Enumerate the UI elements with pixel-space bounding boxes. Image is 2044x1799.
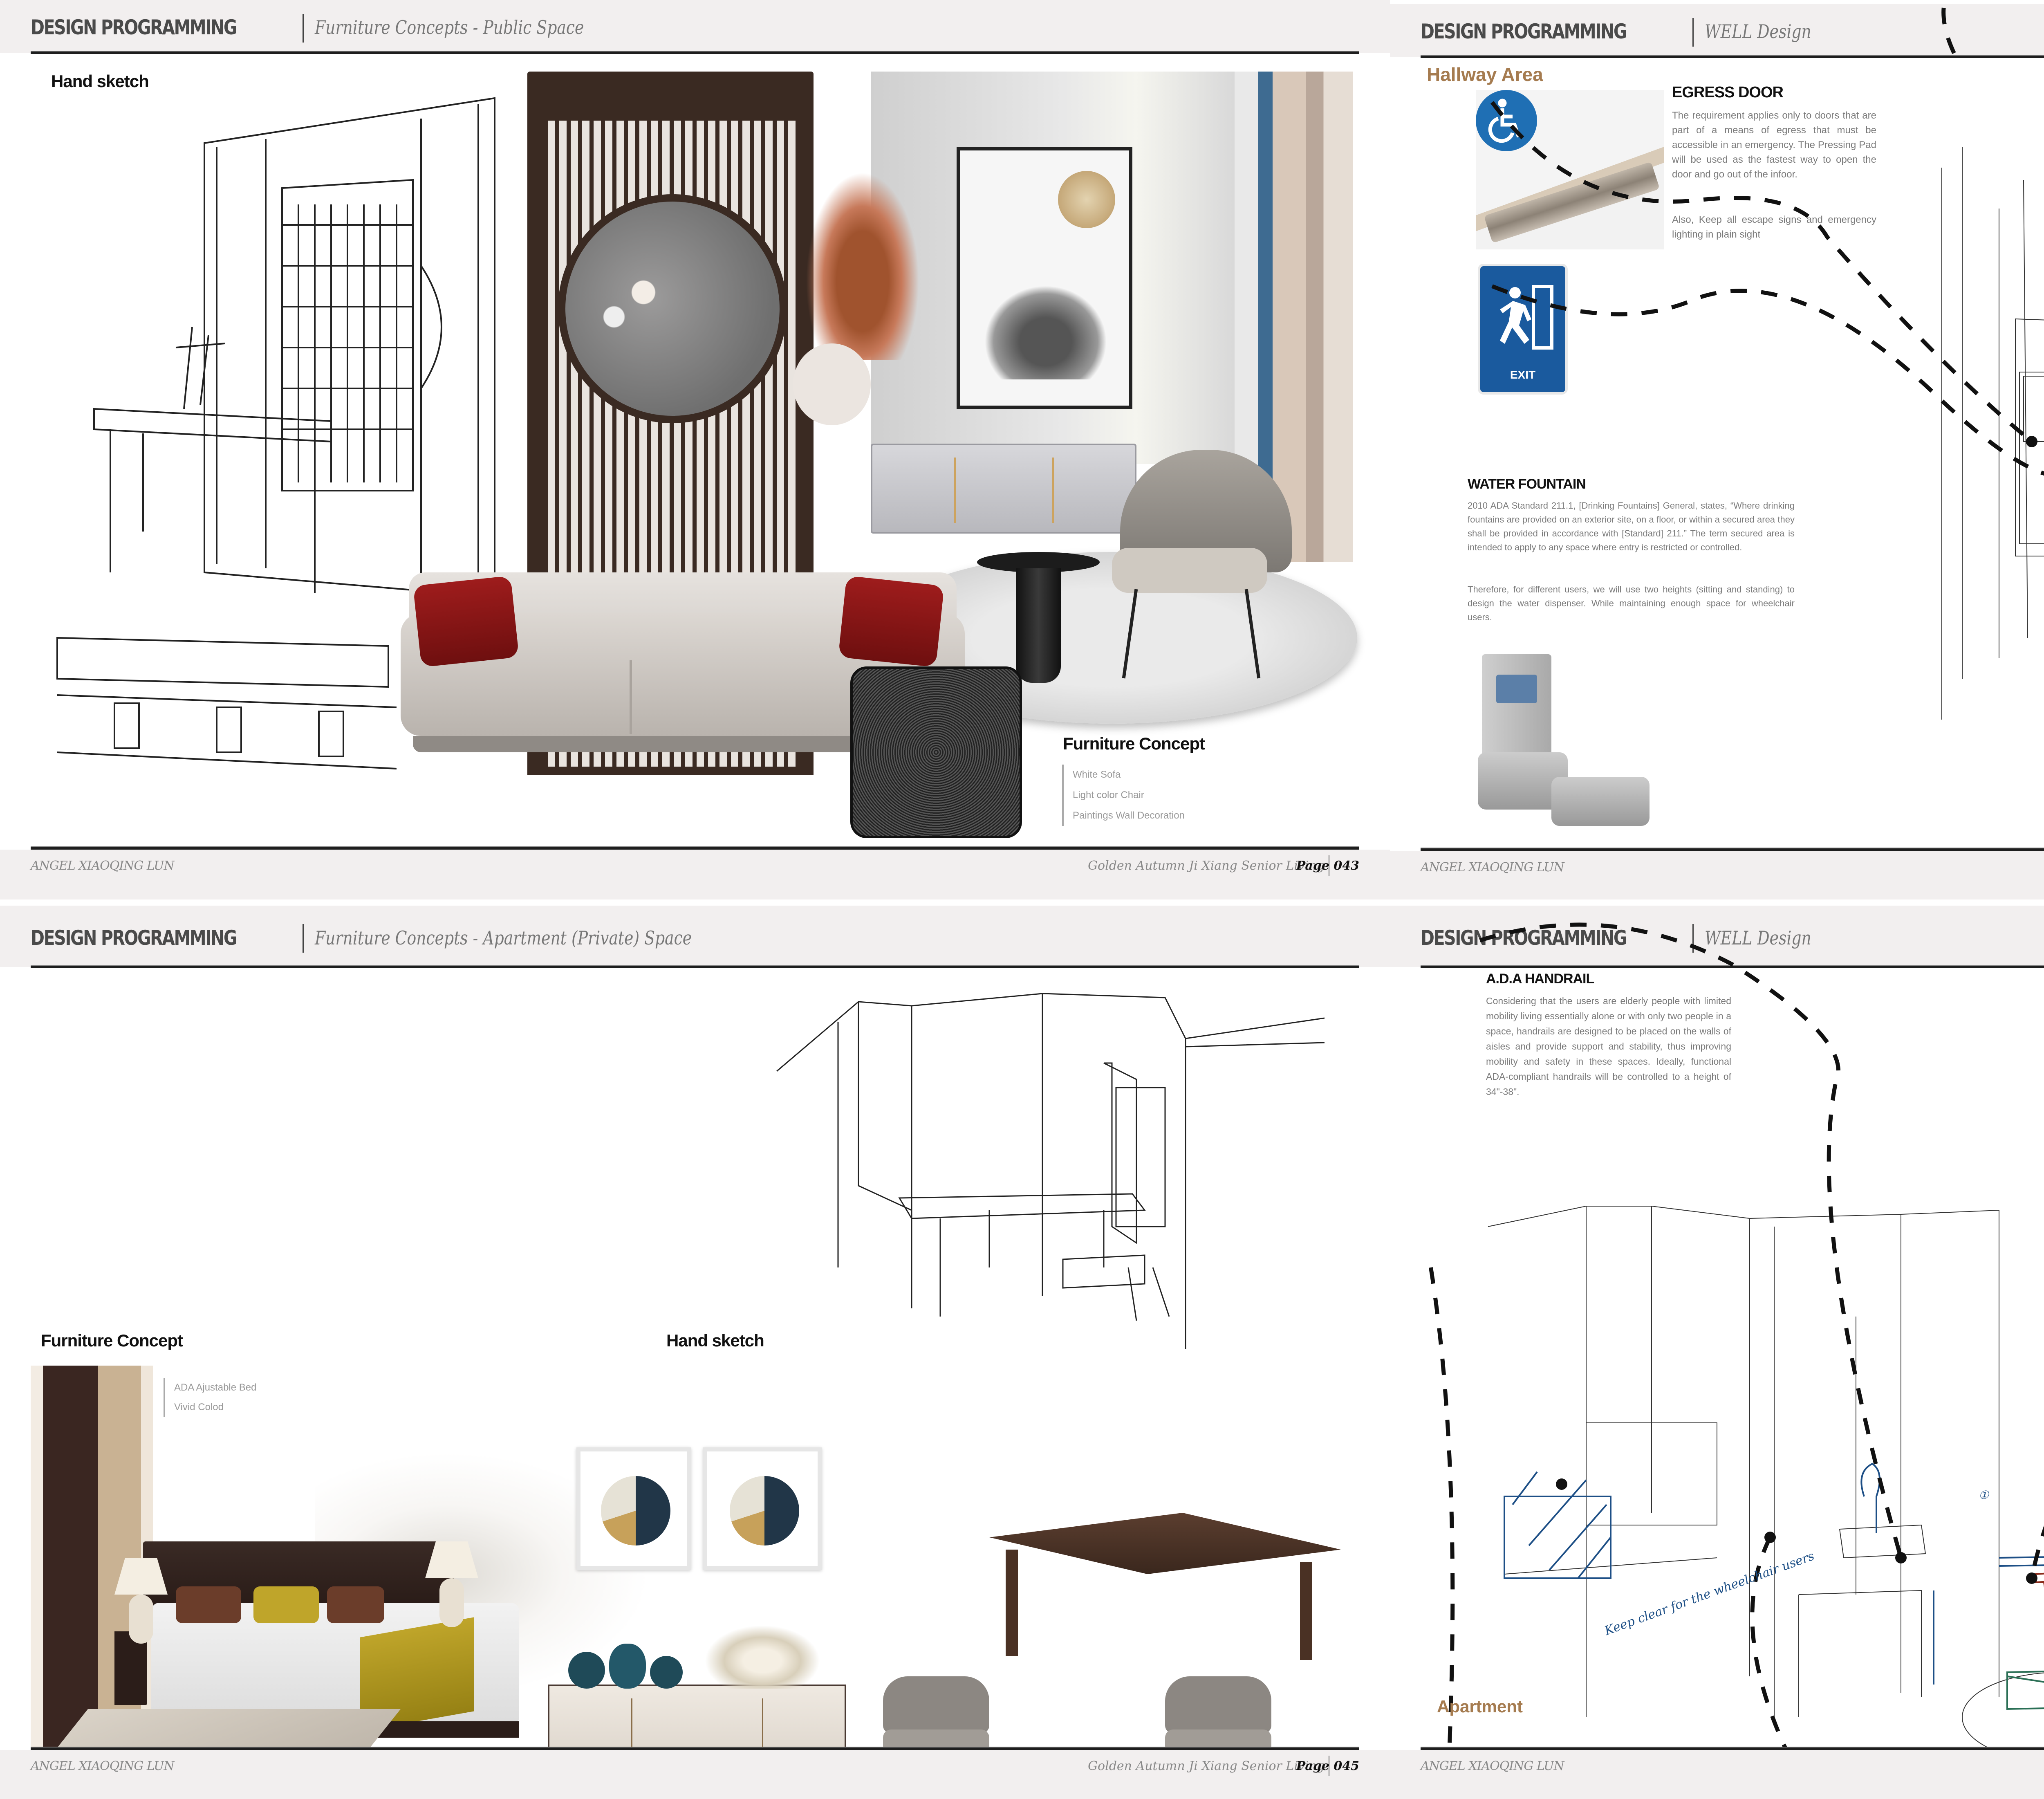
water-fountain-body: 2010 ADA Standard 211.1, [Drinking Fount… xyxy=(1468,500,1795,552)
footer-page-number: Page 043 xyxy=(1296,859,1359,873)
wall-art-right-image xyxy=(703,1447,822,1570)
footer-author: ANGEL XIAOQING LUN xyxy=(31,859,175,873)
table-lamp-left-image xyxy=(110,1558,172,1652)
header-title: DESIGN PROGRAMMING xyxy=(1421,20,1627,43)
page-footer: ANGEL XIAOQING LUN Golden Autumn Ji Xian… xyxy=(1390,851,2044,900)
page-footer: ANGEL XIAOQING LUN Golden Autumn Ji Xian… xyxy=(0,850,1390,900)
section-title-hallway: Hallway Area xyxy=(1427,64,1543,85)
footer-project: Golden Autumn Ji Xiang Senior Living xyxy=(1088,859,1325,873)
concept-item: ADA Ajustable Bed xyxy=(174,1382,257,1393)
page-footer: ANGEL XIAOQING LUN Golden Autumn Ji Xian… xyxy=(0,1750,1390,1799)
egress-door-title: EGRESS DOOR xyxy=(1672,84,1784,101)
header-divider xyxy=(303,924,304,953)
footer-rule xyxy=(31,846,1359,850)
credenza-image xyxy=(871,444,1136,534)
water-fountain-image xyxy=(1478,654,1654,826)
egress-door-body: The requirement applies only to doors th… xyxy=(1672,110,1876,180)
page-header: DESIGN PROGRAMMING WELL Design xyxy=(1390,906,2044,967)
page-footer: ANGEL XIAOQING LUN Golden Autumn Ji Xian… xyxy=(1390,1750,2044,1799)
textured-pillow-image xyxy=(850,666,1022,838)
header-subtitle: Furniture Concepts - Apartment (Private)… xyxy=(315,927,692,949)
egress-door-image xyxy=(1476,90,1664,249)
wall-art-left-image xyxy=(576,1447,691,1570)
exit-sign-label: EXIT xyxy=(1510,368,1536,381)
bathroom-perspective-sketch xyxy=(1429,922,2044,1799)
header-rule xyxy=(1421,55,2044,58)
hand-sketch-drawing xyxy=(56,97,495,769)
footer-page-number: Page 045 xyxy=(1296,1759,1359,1773)
section-title-apartment: Apartment xyxy=(1437,1697,1523,1716)
apartment-hand-sketch xyxy=(776,993,1325,1349)
header-rule xyxy=(31,965,1359,968)
annotation-number-1: ① xyxy=(1979,1488,1989,1502)
footer-author: ANGEL XIAOQING LUN xyxy=(1421,860,1564,875)
header-title: DESIGN PROGRAMMING xyxy=(31,16,238,39)
hand-sketch-label: Hand sketch xyxy=(51,72,149,91)
footer-author: ANGEL XIAOQING LUN xyxy=(31,1759,175,1773)
concept-item: Paintings Wall Decoration xyxy=(1073,810,1185,821)
table-lamp-right-image xyxy=(421,1541,482,1635)
furniture-concept-list: ADA Ajustable Bed Vivid Colod xyxy=(164,1378,256,1417)
header-subtitle: Furniture Concepts - Public Space xyxy=(315,16,584,38)
side-table-image xyxy=(977,552,1100,683)
furniture-concept-list: White Sofa Light color Chair Paintings W… xyxy=(1062,765,1185,826)
wall-painting-image xyxy=(957,147,1132,409)
header-rule xyxy=(31,51,1359,54)
footer-rule xyxy=(31,1747,1359,1750)
concept-item: White Sofa xyxy=(1073,769,1121,780)
footer-rule xyxy=(1421,848,2044,851)
ada-handrail-title: A.D.A HANDRAIL xyxy=(1486,971,1594,987)
page-header: DESIGN PROGRAMMING WELL Design xyxy=(1390,4,2044,57)
page-header: DESIGN PROGRAMMING Furniture Concepts - … xyxy=(0,906,1390,967)
header-subtitle: WELL Design xyxy=(1705,927,1811,949)
dining-table-image xyxy=(989,1513,1341,1660)
water-fountain-body-2: Therefore, for different users, we will … xyxy=(1468,584,1795,622)
egress-door-body-2: Also, Keep all escape signs and emergenc… xyxy=(1672,214,1876,240)
lounge-chair-image xyxy=(1096,450,1292,679)
hallway-perspective-sketch xyxy=(1490,0,2044,720)
dried-flowers-vase-image xyxy=(785,164,940,458)
header-divider xyxy=(1692,924,1694,953)
footer-project: Golden Autumn Ji Xiang Senior Living xyxy=(1088,1759,1325,1773)
ada-handrail-body: Considering that the users are elderly p… xyxy=(1486,996,1731,1097)
page-well-hallway: DESIGN PROGRAMMING WELL Design Hallway A… xyxy=(1390,0,2044,900)
exit-sign-image: EXIT xyxy=(1478,264,1568,395)
page-furniture-public: DESIGN PROGRAMMING Furniture Concepts - … xyxy=(0,0,1390,900)
vases-image xyxy=(568,1644,691,1689)
footer-rule xyxy=(1421,1747,2044,1750)
flower-arrangement-image xyxy=(695,1619,830,1689)
concept-item: Vivid Colod xyxy=(174,1402,224,1413)
water-fountain-title: WATER FOUNTAIN xyxy=(1468,476,1586,492)
running-man-exit-icon xyxy=(1500,285,1553,350)
page-furniture-apartment: DESIGN PROGRAMMING Furniture Concepts - … xyxy=(0,900,1390,1799)
bed-image xyxy=(114,1541,523,1770)
page-header: DESIGN PROGRAMMING Furniture Concepts - … xyxy=(0,0,1390,53)
header-subtitle: WELL Design xyxy=(1705,20,1811,43)
header-divider xyxy=(1692,18,1694,47)
furniture-concept-label: Furniture Concept xyxy=(41,1331,183,1350)
footer-author: ANGEL XIAOQING LUN xyxy=(1421,1759,1564,1773)
header-title: DESIGN PROGRAMMING xyxy=(31,926,238,950)
dining-chair-left-image xyxy=(875,1676,997,1799)
hand-sketch-label: Hand sketch xyxy=(666,1331,764,1350)
furniture-concept-label: Furniture Concept xyxy=(1063,734,1205,753)
page-well-apartment: DESIGN PROGRAMMING WELL Design A.D.A HAN… xyxy=(1390,900,2044,1799)
header-divider xyxy=(303,14,304,43)
concept-item: Light color Chair xyxy=(1073,790,1144,801)
